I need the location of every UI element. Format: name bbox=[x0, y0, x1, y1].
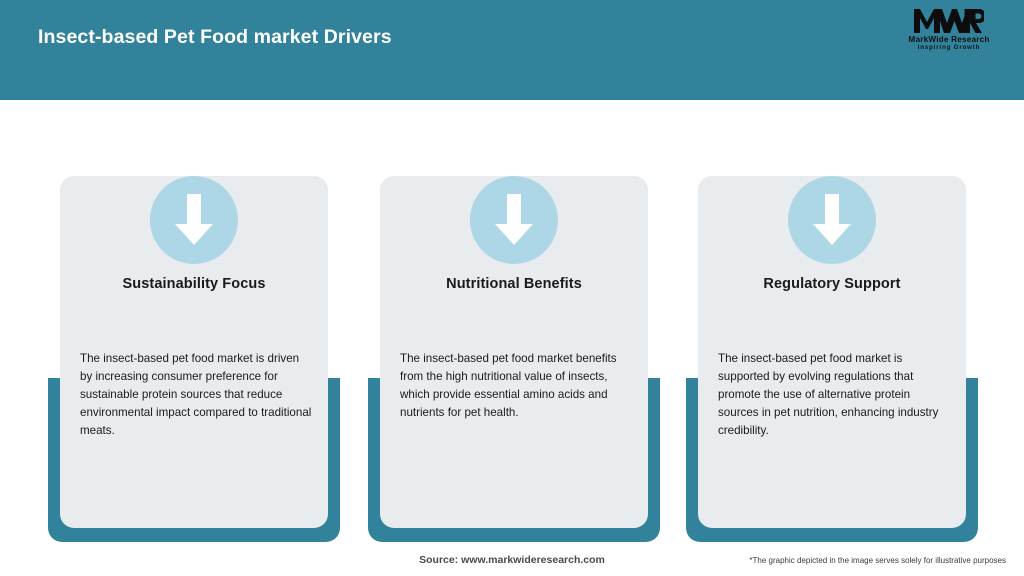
card-body-text: The insect-based pet food market is driv… bbox=[80, 352, 312, 438]
card-title: Regulatory Support bbox=[763, 276, 901, 292]
card-surface: Regulatory Support The insect-based pet … bbox=[698, 176, 966, 528]
brand-name: MarkWide Research bbox=[908, 35, 990, 44]
header-band bbox=[0, 0, 1024, 100]
brand-tagline: Inspiring Growth bbox=[917, 45, 981, 51]
arrow-down-icon bbox=[470, 176, 558, 264]
source-note: Source: www.markwideresearch.com bbox=[419, 554, 605, 566]
driver-card-nutritional-benefits: Nutritional Benefits The insect-based pe… bbox=[368, 150, 660, 542]
card-title: Sustainability Focus bbox=[122, 276, 266, 292]
brand-logo: MarkWide Research Inspiring Growth bbox=[890, 8, 1008, 58]
driver-card-sustainability-focus: Sustainability Focus The insect-based pe… bbox=[48, 150, 340, 542]
card-surface: Nutritional Benefits The insect-based pe… bbox=[380, 176, 648, 528]
page-title: Insect-based Pet Food market Drivers bbox=[38, 26, 392, 48]
arrow-down-icon bbox=[788, 176, 876, 264]
card-body-text: The insect-based pet food market is supp… bbox=[718, 352, 939, 438]
mwr-monogram-icon bbox=[914, 8, 986, 34]
card-title: Nutritional Benefits bbox=[446, 276, 582, 292]
driver-card-regulatory-support: Regulatory Support The insect-based pet … bbox=[686, 150, 978, 542]
card-surface: Sustainability Focus The insect-based pe… bbox=[60, 176, 328, 528]
disclaimer-note: *The graphic depicted in the image serve… bbox=[749, 556, 1006, 565]
card-body-text: The insect-based pet food market benefit… bbox=[400, 352, 617, 420]
arrow-down-icon bbox=[150, 176, 238, 264]
